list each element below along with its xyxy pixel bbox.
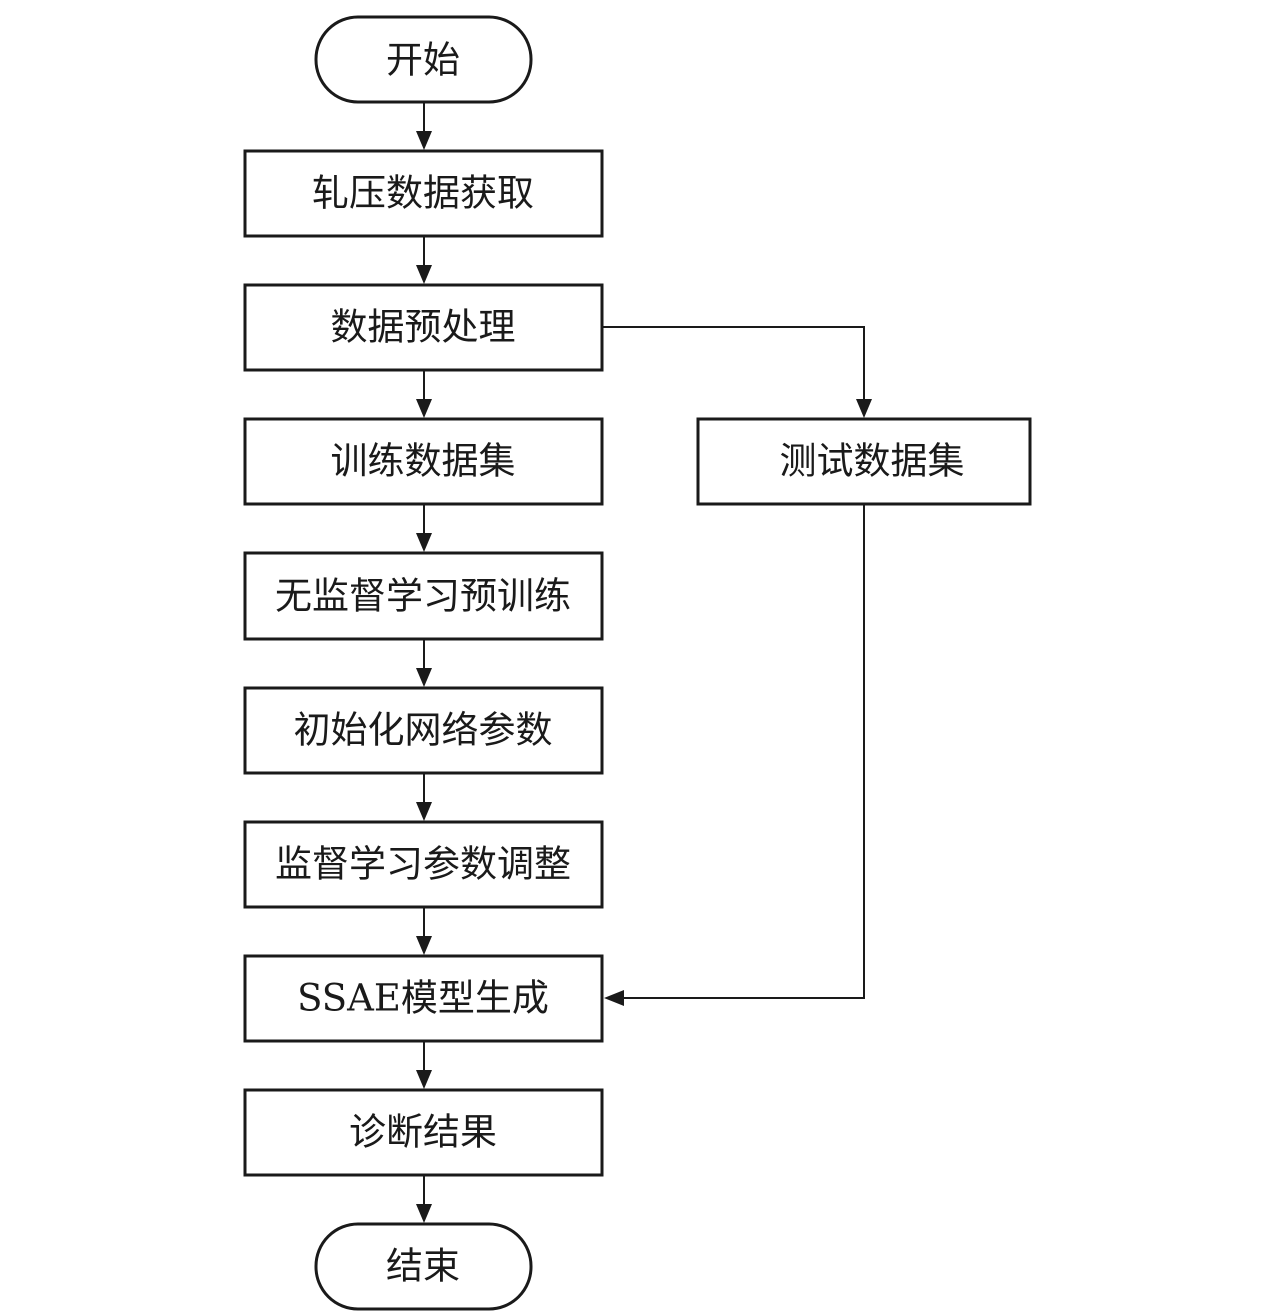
init-params-node: 初始化网络参数 [243, 686, 604, 775]
model-generation-label: SSAE模型生成 [297, 977, 549, 1020]
diagnosis-result-node: 诊断结果 [243, 1088, 604, 1177]
arrowhead [604, 990, 624, 1006]
arrowhead [416, 802, 432, 821]
end-label: 结束 [386, 1245, 460, 1288]
start-node: 开始 [314, 15, 533, 104]
arrowhead [416, 936, 432, 955]
end-node: 结束 [314, 1222, 533, 1311]
model-generation-node: SSAE模型生成 [243, 954, 604, 1043]
data-acquisition-node: 轧压数据获取 [243, 149, 604, 238]
unsupervised-pretraining-label: 无监督学习预训练 [275, 575, 571, 618]
connectors [416, 103, 872, 1223]
supervised-tuning-node: 监督学习参数调整 [243, 820, 604, 909]
unsupervised-pretraining-node: 无监督学习预训练 [243, 551, 604, 641]
arrowhead [416, 1070, 432, 1089]
edge-test-to-model [624, 505, 865, 999]
supervised-tuning-label: 监督学习参数调整 [275, 843, 571, 886]
arrowhead [416, 533, 432, 552]
test-set-label: 测试数据集 [780, 440, 965, 483]
arrowhead [416, 265, 432, 284]
data-acquisition-label: 轧压数据获取 [312, 172, 534, 215]
preprocessing-node: 数据预处理 [243, 283, 604, 372]
arrowhead [856, 399, 872, 418]
init-params-label: 初始化网络参数 [294, 709, 553, 752]
arrowhead [416, 131, 432, 150]
training-set-node: 训练数据集 [243, 417, 604, 506]
diagnosis-result-label: 诊断结果 [349, 1111, 497, 1154]
arrowhead [416, 1204, 432, 1223]
arrowhead [416, 668, 432, 687]
start-label: 开始 [386, 39, 460, 82]
test-set-node: 测试数据集 [696, 417, 1032, 506]
preprocessing-label: 数据预处理 [331, 306, 516, 349]
arrowhead [416, 399, 432, 418]
edge-preprocessing-to-test [603, 326, 865, 399]
training-set-label: 训练数据集 [331, 440, 516, 483]
